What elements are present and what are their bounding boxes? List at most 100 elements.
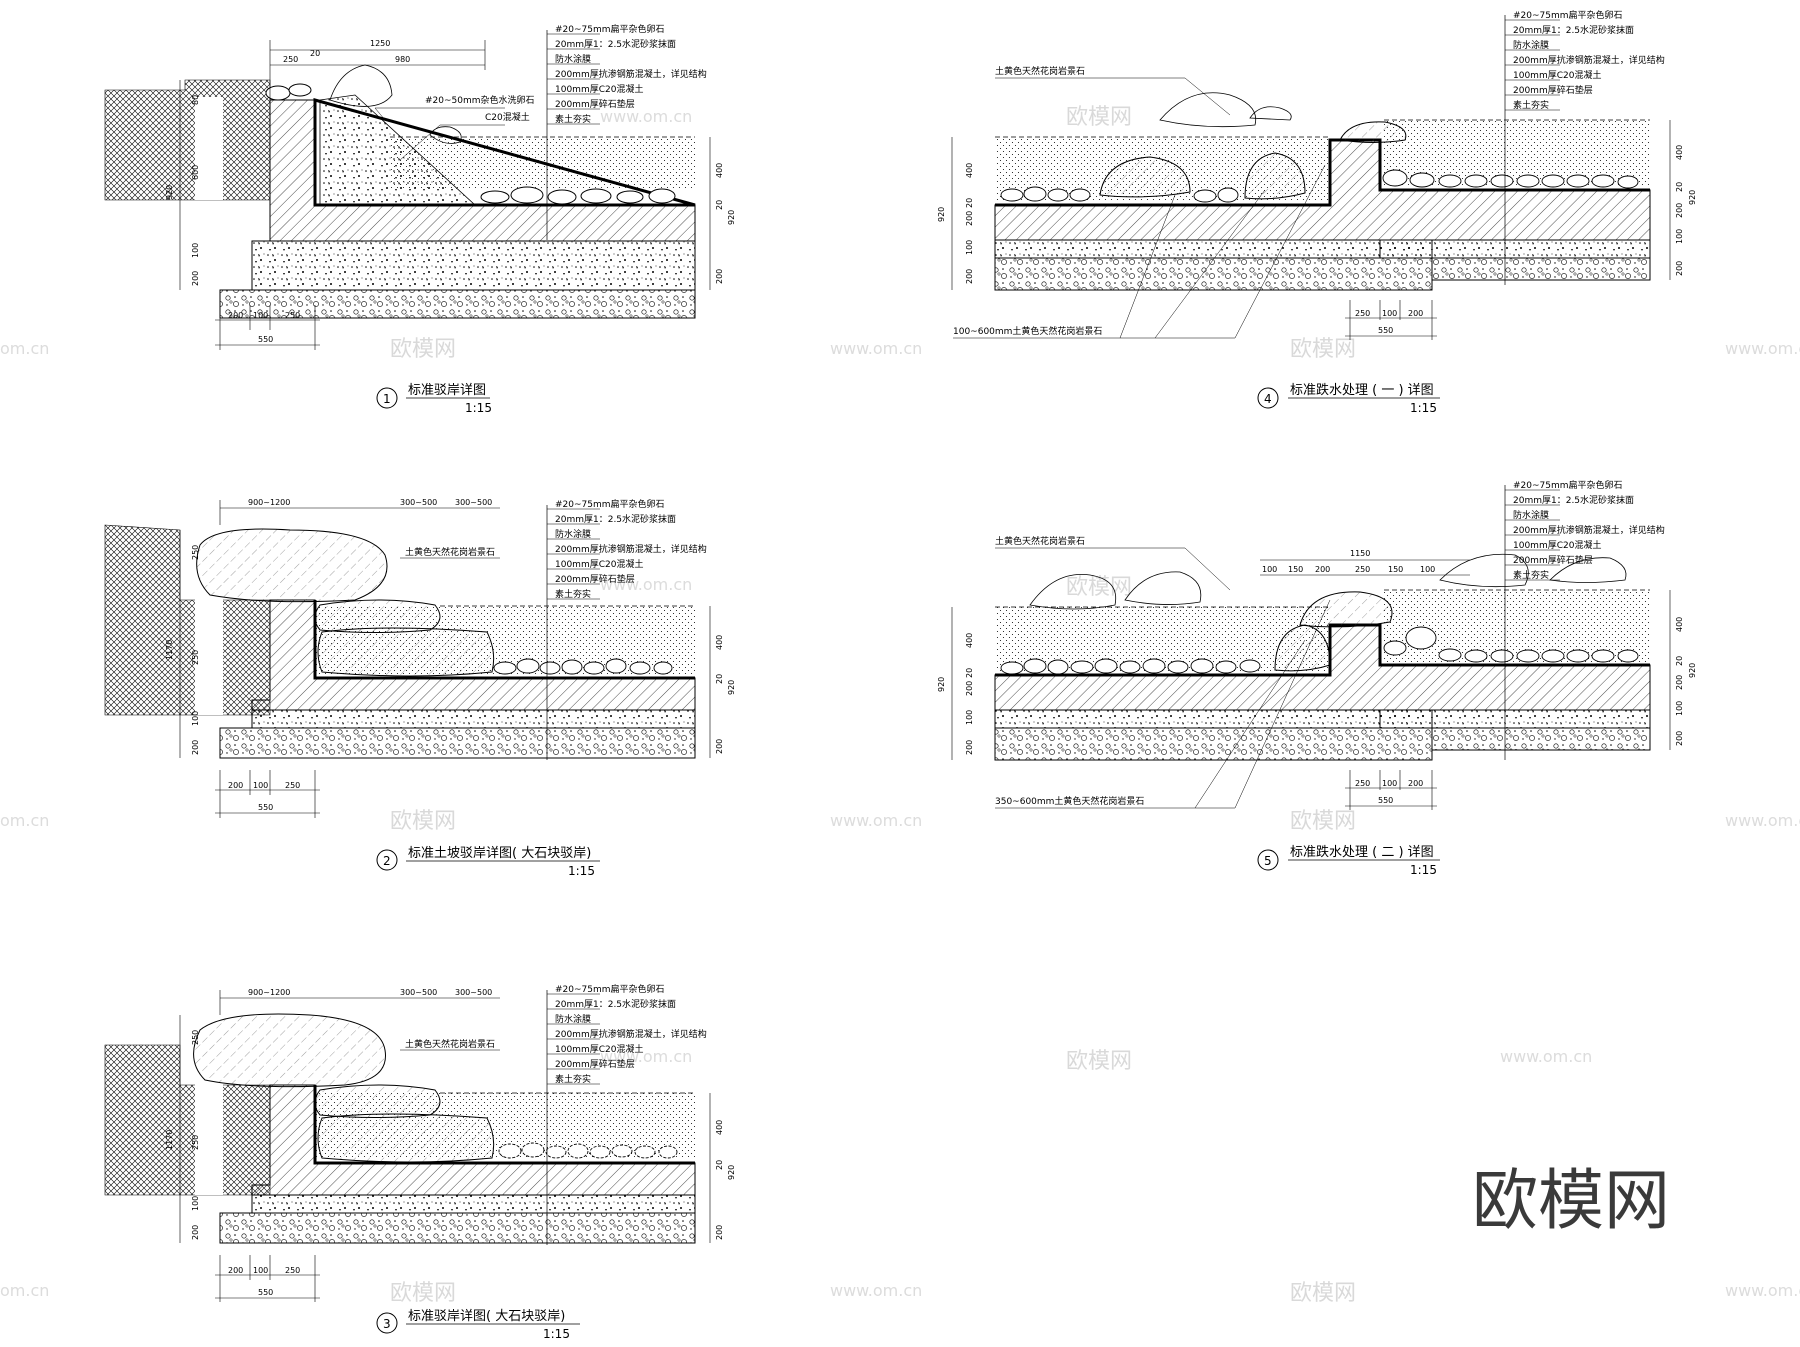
layer-legend: #20~75mm扁平杂色卵石 20mm厚1：2.5水泥砂浆抹面 防水涂膜 200…: [547, 498, 707, 600]
dim-label: 250: [285, 1266, 300, 1275]
dim-label: 200: [965, 269, 974, 284]
watermark: 欧模网: [390, 809, 456, 834]
dim-label: 900~1200: [248, 498, 290, 507]
dim-label: 20: [965, 198, 974, 208]
layer-label: 素土夯实: [555, 588, 591, 600]
dim-label: 400: [1675, 617, 1684, 632]
dim-label: 150: [1388, 565, 1403, 574]
layer-label: #20~75mm扁平杂色卵石: [1513, 479, 1623, 491]
brand-logo: 欧模网: [1472, 1162, 1670, 1239]
detail-title: 标准驳岸详图( 大石块驳岸): [408, 1309, 565, 1324]
watermark: 欧模网: [1290, 809, 1356, 834]
dim-label: 550: [258, 335, 273, 344]
layer-label: 20mm厚1：2.5水泥砂浆抹面: [555, 998, 676, 1010]
dim-label: 600: [191, 165, 200, 180]
dim-label: 150: [1288, 565, 1303, 574]
annotation: 土黄色天然花岗岩景石: [405, 546, 495, 558]
layer-label: 200mm厚碎石垫层: [1513, 554, 1593, 566]
watermark: 欧模网: [1290, 337, 1356, 362]
detail-scale: 1:15: [543, 1327, 570, 1341]
dim-label: 20: [715, 200, 724, 210]
annotation: 土黄色天然花岗岩景石: [995, 65, 1085, 77]
layer-label: 防水涂膜: [1513, 509, 1549, 521]
detail-title: 标准跌水处理 ( 二 ) 详图: [1290, 844, 1434, 860]
dim-label: 200: [1675, 675, 1684, 690]
layer-label: 防水涂膜: [555, 53, 591, 65]
watermark: 欧模网: [1066, 105, 1132, 130]
dim-label: 250: [191, 545, 200, 560]
dim-label: 100: [1675, 229, 1684, 244]
dim-label: 920: [937, 677, 946, 692]
watermark: 欧模网: [390, 1281, 456, 1306]
dim-label: 250: [191, 1030, 200, 1045]
layer-label: 200mm厚碎石垫层: [555, 1058, 635, 1070]
layer-label: 20mm厚1：2.5水泥砂浆抹面: [1513, 24, 1634, 36]
dim-label: 100: [253, 781, 268, 790]
layer-label: 100mm厚C20混凝土: [555, 83, 643, 95]
dim-label: 200: [1675, 203, 1684, 218]
layer-label: 200mm厚碎石垫层: [1513, 84, 1593, 96]
detail-title: 标准跌水处理 ( 一 ) 详图: [1290, 382, 1434, 398]
dim-label: 100: [253, 1266, 268, 1275]
watermark: www.om.cn: [830, 339, 922, 358]
dim-label: 200: [228, 1266, 243, 1275]
watermark: www.om.cn: [600, 1047, 692, 1066]
layer-label: 素土夯实: [555, 1073, 591, 1085]
dim-label: 200: [965, 211, 974, 226]
layer-label: 200mm厚抗渗钢筋混凝土，详见结构: [555, 543, 707, 555]
dim-label: 100: [191, 243, 200, 258]
dim-label: 100: [191, 711, 200, 726]
layer-label: 20mm厚1：2.5水泥砂浆抹面: [1513, 494, 1634, 506]
dim-label: 250: [285, 311, 300, 320]
layer-label: 200mm厚碎石垫层: [555, 573, 635, 585]
dim-label: 550: [1378, 796, 1393, 805]
layer-label: 20mm厚1：2.5水泥砂浆抹面: [555, 513, 676, 525]
dim-label: 100: [965, 240, 974, 255]
layer-label: 100mm厚C20混凝土: [555, 558, 643, 570]
layer-legend: #20~75mm扁平杂色卵石 20mm厚1：2.5水泥砂浆抹面 防水涂膜 200…: [547, 23, 707, 125]
dim-label: 200: [1675, 261, 1684, 276]
watermark: www.om.cn: [830, 811, 922, 830]
dim-label: 80: [191, 95, 200, 105]
layer-legend: #20~75mm扁平杂色卵石 20mm厚1：2.5水泥砂浆抹面 防水涂膜 200…: [1505, 479, 1665, 581]
dim-label: 920: [165, 185, 174, 200]
watermark: www.om.cn: [600, 107, 692, 126]
dim-label: 200: [1675, 731, 1684, 746]
dim-label: 300~500: [400, 988, 437, 997]
detail-scale: 1:15: [1410, 401, 1437, 415]
dim-label: 250: [1355, 309, 1370, 318]
detail-title: 标准驳岸详图: [408, 383, 486, 398]
dim-label: 920: [727, 1165, 736, 1180]
annotation: 土黄色天然花岗岩景石: [405, 1038, 495, 1050]
dim-label: 300~500: [455, 498, 492, 507]
detail-scale: 1:15: [568, 864, 595, 878]
dim-label: 400: [715, 163, 724, 178]
layer-label: 100mm厚C20混凝土: [555, 1043, 643, 1055]
annotation: #20~50mm杂色水洗卵石: [425, 94, 535, 106]
layer-label: #20~75mm扁平杂色卵石: [555, 983, 665, 995]
watermark: www.om.cn: [1725, 339, 1800, 358]
dim-label: 920: [727, 210, 736, 225]
dim-label: 300~500: [455, 988, 492, 997]
dim-label: 550: [258, 803, 273, 812]
layer-label: 20mm厚1：2.5水泥砂浆抹面: [555, 38, 676, 50]
dim-label: 20: [715, 674, 724, 684]
layer-label: 素土夯实: [555, 113, 591, 125]
dim-label: 250: [1355, 565, 1370, 574]
dim-label: 1170: [165, 1130, 174, 1150]
watermark: om.cn: [0, 1281, 49, 1300]
dim-label: 550: [258, 1288, 273, 1297]
dim-label: 200: [715, 269, 724, 284]
watermark: 欧模网: [1066, 1049, 1132, 1074]
layer-label: 素土夯实: [1513, 99, 1549, 111]
layer-label: #20~75mm扁平杂色卵石: [555, 498, 665, 510]
detail-number: 4: [1264, 392, 1272, 406]
dim-label: 900~1200: [248, 988, 290, 997]
layer-label: 素土夯实: [1513, 569, 1549, 581]
dim-label: 400: [965, 633, 974, 648]
detail-4: #20~75mm扁平杂色卵石 20mm厚1：2.5水泥砂浆抹面 防水涂膜 200…: [937, 9, 1697, 415]
dim-label: 550: [1378, 326, 1393, 335]
dim-label: 920: [1688, 190, 1697, 205]
dim-label: 200: [1408, 309, 1423, 318]
annotation: 100~600mm土黄色天然花岗岩景石: [953, 325, 1102, 337]
